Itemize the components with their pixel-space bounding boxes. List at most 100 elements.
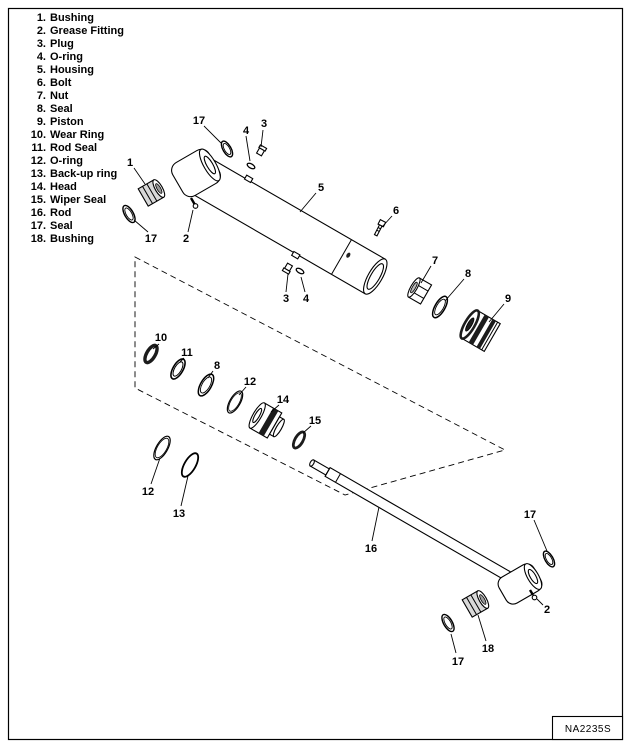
grease-fitting xyxy=(189,197,199,209)
part-number: 10. xyxy=(30,129,46,141)
callout-8: 8 xyxy=(214,360,220,372)
leader-line xyxy=(260,129,264,148)
callout-17: 17 xyxy=(193,115,205,127)
part-number: 15. xyxy=(30,194,46,206)
o-ring xyxy=(226,390,244,414)
backup-ring xyxy=(180,452,200,478)
callout-13: 13 xyxy=(173,508,185,520)
parts-list-item: 2.Grease Fitting xyxy=(26,25,124,38)
bolt-hole-mark xyxy=(346,252,351,258)
drawing-code: NA2235S xyxy=(565,724,611,735)
part-name: O-ring xyxy=(50,51,83,63)
piston xyxy=(459,309,502,353)
callout-18: 18 xyxy=(482,643,494,655)
parts-list-item: 15. Wiper Seal xyxy=(26,194,124,207)
callout-17: 17 xyxy=(524,509,536,521)
part-name: Seal xyxy=(50,220,73,232)
part-name: O-ring xyxy=(50,155,83,167)
leader-line xyxy=(533,519,548,552)
page-border xyxy=(7,7,624,741)
parts-list-item: 6.Bolt xyxy=(26,77,124,90)
parts-list-item: 1. Bushing xyxy=(26,12,124,25)
leader-line xyxy=(420,265,432,284)
callout-16: 16 xyxy=(365,543,377,555)
callout-4: 4 xyxy=(243,125,250,137)
head xyxy=(248,402,285,439)
part-name: Rod Seal xyxy=(50,142,98,154)
parts-list-item: 12.O-ring xyxy=(26,155,124,168)
part-number: 14. xyxy=(30,181,46,193)
callout-12: 12 xyxy=(142,486,154,498)
leader-line xyxy=(187,209,194,233)
plug xyxy=(255,144,268,157)
parts-list-item: 18.Bushing xyxy=(26,233,124,246)
leader-line xyxy=(133,167,146,185)
leader-lines xyxy=(133,125,548,654)
leader-line xyxy=(285,273,289,293)
parts-list-item: 7. Nut xyxy=(26,90,124,103)
part-name: Wiper Seal xyxy=(50,194,107,206)
leader-line xyxy=(207,370,214,379)
part-number: 9. xyxy=(36,116,46,128)
part-name: Rod xyxy=(50,207,72,219)
callout-2: 2 xyxy=(544,604,550,616)
parts-list-item: 3.Plug xyxy=(26,38,124,51)
parts-list-item: 16.Rod xyxy=(26,207,124,220)
leader-line xyxy=(444,278,465,302)
drawing-code-box xyxy=(551,715,624,741)
part-number: 8. xyxy=(36,103,46,115)
callout-1: 1 xyxy=(127,157,133,169)
part-number: 3. xyxy=(36,38,46,50)
grease-fitting xyxy=(528,589,538,601)
leader-line xyxy=(488,303,505,323)
callout-10: 10 xyxy=(155,332,167,344)
leader-line xyxy=(150,457,161,485)
o-ring xyxy=(153,435,171,461)
parts-list-item: 8.Seal xyxy=(26,103,124,116)
part-number: 1. xyxy=(36,12,46,24)
leader-line xyxy=(180,475,189,507)
port-boss-top xyxy=(243,174,254,184)
callout-5: 5 xyxy=(318,182,324,194)
part-number: 6. xyxy=(36,77,46,89)
callout-12: 12 xyxy=(244,376,256,388)
seal-kit-dashed-outline xyxy=(134,256,507,496)
part-name: Wear Ring xyxy=(50,129,105,141)
parts-list-item: 17.Seal xyxy=(26,220,124,233)
part-name: Piston xyxy=(50,116,84,128)
plug xyxy=(281,262,294,275)
bushing xyxy=(461,590,490,618)
callout-3: 3 xyxy=(283,293,289,305)
seal-ring xyxy=(431,295,449,319)
callout-15: 15 xyxy=(309,415,321,427)
seal-ring xyxy=(122,204,136,224)
callout-7: 7 xyxy=(432,255,438,267)
seal-ring xyxy=(441,613,455,633)
parts-list: 1.Bushing 2.Grease Fitting 3.Plug 4.O-ri… xyxy=(26,12,124,246)
part-name: Nut xyxy=(50,90,69,102)
leader-line xyxy=(133,219,149,233)
part-number: 13. xyxy=(30,168,46,180)
seal-ring xyxy=(220,140,234,158)
part-name: Housing xyxy=(50,64,94,76)
part-name: Bushing xyxy=(50,12,94,24)
callout-3: 3 xyxy=(261,118,267,130)
seal-ring xyxy=(542,550,556,568)
part-number: 11. xyxy=(31,142,46,154)
leader-line xyxy=(203,125,222,144)
o-ring xyxy=(246,162,256,170)
leader-line xyxy=(270,404,280,413)
leader-line xyxy=(179,357,185,363)
part-number: 5. xyxy=(36,64,46,76)
part-number: 7. xyxy=(36,90,46,102)
callout-17: 17 xyxy=(452,656,464,668)
callout-labels: 17 4 3 1 17 2 5 6 3 4 7 8 9 10 11 8 12 1… xyxy=(127,115,550,668)
callout-8: 8 xyxy=(465,268,471,280)
parts-list-item: 13.Back-up ring xyxy=(26,168,124,181)
part-name: Bushing xyxy=(50,233,94,245)
leader-line xyxy=(371,506,380,542)
leader-line xyxy=(450,633,457,654)
callout-4: 4 xyxy=(303,293,310,305)
